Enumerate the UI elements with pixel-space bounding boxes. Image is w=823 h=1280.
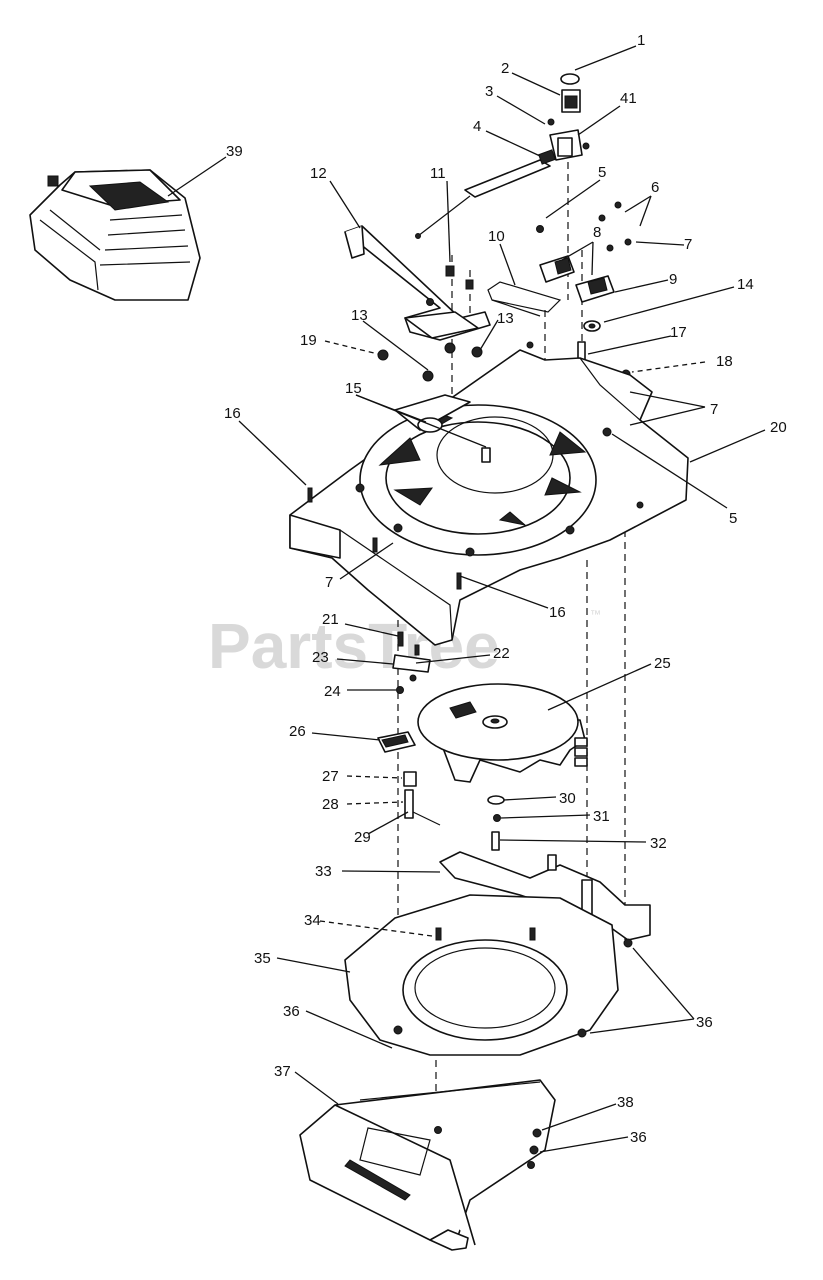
callout-5-right: 5 — [729, 510, 737, 527]
housing-top-hardware — [377, 265, 534, 382]
lower-housing-part-35 — [344, 894, 633, 1056]
callout-23: 23 — [312, 649, 329, 666]
callout-19: 19 — [300, 332, 317, 349]
callout-3: 3 — [485, 83, 493, 100]
callout-16-left: 16 — [224, 405, 241, 422]
callout-7-left: 7 — [325, 574, 333, 591]
callout-4: 4 — [473, 118, 481, 135]
callout-26: 26 — [289, 723, 306, 740]
callout-25: 25 — [654, 655, 671, 672]
callout-39: 39 — [226, 143, 243, 160]
callout-10: 10 — [488, 228, 505, 245]
callout-36-bottom: 36 — [630, 1129, 647, 1146]
callout-35: 35 — [254, 950, 271, 967]
pivot-blocks-part-8-9 — [536, 201, 632, 303]
impeller-fan-part-25 — [417, 683, 588, 783]
callout-18: 18 — [716, 353, 733, 370]
control-cable-part-4 — [415, 149, 556, 239]
callout-15: 15 — [345, 380, 362, 397]
callout-leaders — [167, 45, 766, 1153]
callout-7-right: 7 — [710, 401, 718, 418]
callout-29: 29 — [354, 829, 371, 846]
callout-16-mid: 16 — [549, 604, 566, 621]
nozzle-fasteners-part-36-38 — [434, 1126, 542, 1169]
intake-nozzle-part-37 — [299, 1079, 556, 1251]
washer-part-14 — [583, 320, 601, 332]
trademark-mark: ™ — [590, 609, 601, 621]
callout-12: 12 — [310, 165, 327, 182]
callout-37: 37 — [274, 1063, 291, 1080]
callout-30: 30 — [559, 790, 576, 807]
callout-8: 8 — [593, 224, 601, 241]
callout-13-right: 13 — [497, 310, 514, 327]
callout-41: 41 — [620, 90, 637, 107]
callout-34: 34 — [304, 912, 321, 929]
callout-17: 17 — [670, 324, 687, 341]
callout-9: 9 — [669, 271, 677, 288]
callout-36-right: 36 — [696, 1014, 713, 1031]
callout-22: 22 — [493, 645, 510, 662]
callout-6: 6 — [651, 179, 659, 196]
cable-bracket-assembly-1-2-41 — [547, 73, 590, 161]
callout-labels: 1 2 3 41 4 39 12 11 5 6 10 8 7 9 14 13 1… — [224, 32, 787, 1146]
housing-deck-part-20 — [289, 349, 689, 646]
callout-32: 32 — [650, 835, 667, 852]
engine-shroud-part-39 — [29, 169, 201, 301]
washer-nut-pin-part-30-32 — [487, 795, 505, 851]
callout-27: 27 — [322, 768, 339, 785]
brake-bracket-part-21-22 — [392, 631, 431, 694]
callout-36-left: 36 — [283, 1003, 300, 1020]
callout-31: 31 — [593, 808, 610, 825]
handle-bracket-part-12 — [344, 225, 491, 341]
callout-20: 20 — [770, 419, 787, 436]
callout-28: 28 — [322, 796, 339, 813]
callout-1: 1 — [637, 32, 645, 49]
deck-fasteners-part-16-7 — [307, 487, 462, 590]
bail-handle-part-10 — [487, 281, 562, 317]
callout-14: 14 — [737, 276, 754, 293]
callout-21: 21 — [322, 611, 339, 628]
callout-24: 24 — [324, 683, 341, 700]
callout-5-top: 5 — [598, 164, 606, 181]
callout-11: 11 — [430, 165, 446, 182]
callout-38: 38 — [617, 1094, 634, 1111]
callout-13-left: 13 — [351, 307, 368, 324]
callout-7-top: 7 — [684, 236, 692, 253]
brake-pad-part-26 — [377, 731, 441, 826]
callout-2: 2 — [501, 60, 509, 77]
callout-33: 33 — [315, 863, 332, 880]
